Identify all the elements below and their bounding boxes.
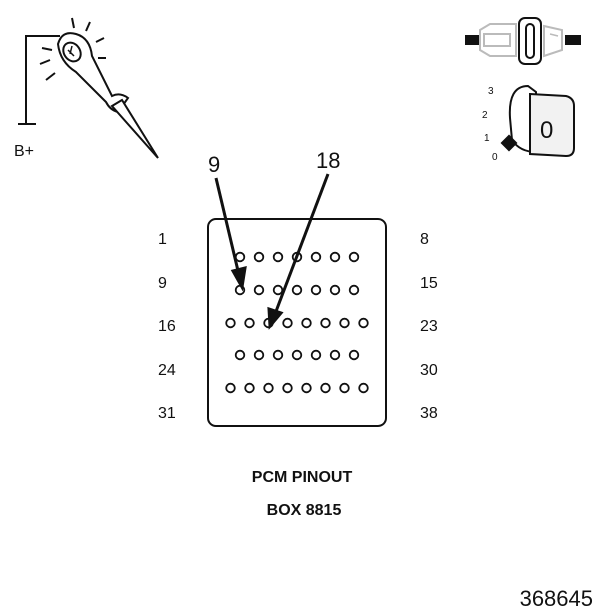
pin-13	[329, 284, 341, 296]
pin-24	[253, 349, 265, 361]
pin-35	[320, 382, 331, 394]
callout-arrow-18	[267, 173, 330, 330]
left-pin-labels: 1 9 16 24 31	[158, 231, 176, 422]
pin-29	[348, 349, 360, 361]
pin-label-9: 9	[158, 275, 167, 292]
pin-33	[282, 382, 293, 394]
pin-21	[339, 317, 350, 329]
ignition-switch-icon	[500, 84, 575, 158]
pin-25	[272, 349, 284, 361]
callout-label-9: 9	[208, 152, 220, 177]
pin-26	[291, 349, 303, 361]
pin-label-31: 31	[158, 405, 176, 422]
callout-arrow-9	[214, 177, 247, 292]
pin-37	[358, 382, 369, 394]
pin-label-8: 8	[420, 231, 429, 248]
pin-16	[244, 317, 255, 329]
connector-icon	[465, 17, 581, 65]
pin-22	[358, 317, 369, 329]
ignition-position-2: 2	[482, 110, 488, 121]
pin-14	[348, 284, 360, 296]
pin-20	[320, 317, 331, 329]
pcm-connector-body	[207, 218, 387, 427]
pin-32	[263, 382, 274, 394]
pin-23	[234, 349, 246, 361]
pin-18	[282, 317, 293, 329]
ignition-position-0: 0	[492, 152, 498, 163]
pin-label-16: 16	[158, 318, 176, 335]
ignition-position-3: 3	[488, 86, 494, 97]
figure-number: 368645	[520, 586, 593, 611]
test-light-icon	[18, 17, 159, 159]
pin-30	[225, 382, 236, 394]
pin-label-23: 23	[420, 318, 438, 335]
pin-27	[310, 349, 322, 361]
pin-label-1: 1	[158, 231, 167, 248]
pin-label-38: 38	[420, 405, 438, 422]
right-pin-labels: 8 15 23 30 38	[420, 231, 438, 422]
pin-1	[234, 251, 246, 263]
pin-7	[348, 251, 360, 263]
pin-label-15: 15	[420, 275, 438, 292]
callout-label-18: 18	[316, 148, 340, 173]
pin-3	[272, 251, 284, 263]
pin-9	[253, 284, 265, 296]
pin-31	[244, 382, 255, 394]
pin-28	[329, 349, 341, 361]
b-plus-label: B+	[14, 143, 34, 160]
pin-5	[310, 251, 322, 263]
pin-10	[272, 284, 284, 296]
caption-title: PCM PINOUT	[252, 469, 353, 486]
pin-6	[329, 251, 341, 263]
pin-label-24: 24	[158, 362, 176, 379]
pin-label-30: 30	[420, 362, 438, 379]
pin-15	[225, 317, 236, 329]
pin-2	[253, 251, 265, 263]
pin-11	[291, 284, 303, 296]
pin-34	[301, 382, 312, 394]
pin-19	[301, 317, 312, 329]
caption-subtitle: BOX 8815	[267, 502, 342, 519]
pin-12	[310, 284, 322, 296]
key-position-label: 0	[540, 117, 553, 144]
pin-36	[339, 382, 350, 394]
ignition-position-1: 1	[484, 133, 490, 144]
